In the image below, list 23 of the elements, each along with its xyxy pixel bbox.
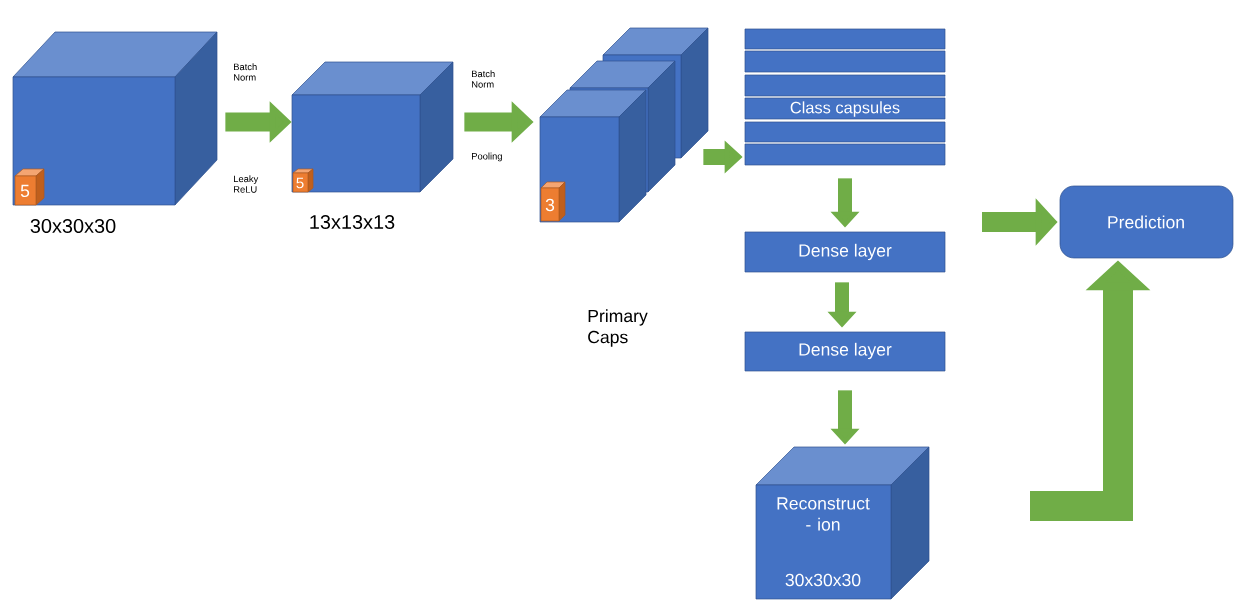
cube: 5 (14, 168, 45, 206)
layer-bar (744, 74, 946, 97)
layer-bar (744, 28, 946, 50)
layer-bar: Dense layer (744, 331, 946, 372)
layer-bar: Dense layer (744, 231, 946, 273)
cube (12, 31, 218, 206)
layer-bar (744, 50, 946, 73)
layer-bar (744, 143, 946, 166)
cube (291, 61, 454, 193)
output-box: Prediction (1059, 185, 1234, 259)
size-label: 13x13x13 (310, 214, 395, 230)
operation-label: Batch Norm (472, 70, 495, 88)
cube: 3 (540, 181, 566, 222)
operation-label: Pooling (472, 152, 502, 162)
cube: Reconstruct - ion 30x30x30 (755, 446, 930, 600)
cube (539, 89, 647, 223)
layer-bar (744, 121, 946, 143)
size-label: 30x30x30 (30, 218, 116, 234)
operation-label: Batch Norm (234, 63, 257, 81)
cube: 5 (292, 168, 314, 193)
layer-bar: Class capsules (744, 97, 946, 120)
layer-label: Primary Caps (588, 309, 648, 347)
operation-label: Leaky ReLU (234, 175, 259, 193)
